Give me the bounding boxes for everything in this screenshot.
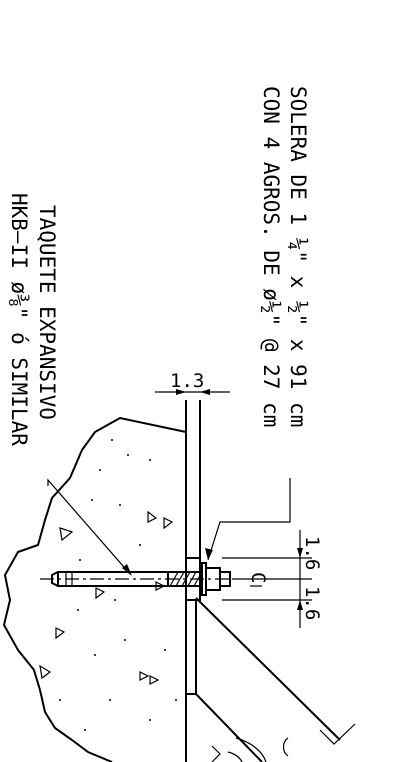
plate-lower [185, 599, 197, 695]
aggregate-triangle [147, 510, 158, 523]
weld-detail [211, 723, 356, 762]
taquete-note-line2: HKB–II ø⅜" ó SIMILAR [7, 193, 31, 446]
solera-leader-arrow [205, 548, 213, 560]
rotation-arc [235, 737, 267, 762]
weld-callout [319, 723, 356, 745]
aggregate-triangle [39, 664, 52, 680]
anchor-end [220, 571, 231, 587]
aggregate-triangle [139, 671, 150, 681]
taquete-leader-arrow [122, 564, 132, 576]
taquete-leader [47, 478, 131, 575]
concrete-break-outline [2, 416, 187, 762]
centerline-mark: C [247, 572, 269, 583]
edge-distance-b: 1.6 [301, 586, 323, 620]
brace-line-inner [195, 693, 263, 762]
aggregate-triangle [95, 587, 106, 600]
solera-note-line2: CON 4 AGROS. DE ø½" @ 27 cm [259, 86, 283, 427]
taquete-note-line1: TAQUETE EXPANSIVO [35, 205, 59, 420]
angle-mark [211, 745, 221, 762]
anchor-washer [201, 562, 207, 596]
concrete-section [2, 416, 187, 762]
solera-note-line1: SOLERA DE 1 ¼" x ½" x 91 cm [286, 86, 310, 427]
plate-thickness-value: 1.3 [170, 370, 204, 392]
steel-plate [185, 400, 341, 762]
edge-distance-dimension: 1.6 1.6 C [222, 530, 323, 628]
brace-line [195, 597, 341, 741]
dim-arrow [200, 389, 210, 395]
plate-thickness-dimension: 1.3 [155, 370, 230, 395]
edge-distance-a: 1.6 [301, 536, 323, 570]
leaders [47, 478, 291, 576]
anchor-tip [51, 571, 59, 587]
aggregate-triangle [55, 627, 66, 640]
aggregate-triangle [59, 527, 74, 542]
aggregate-hatch [39, 510, 174, 685]
aggregate-triangle [163, 517, 174, 530]
weld-bracket [282, 737, 289, 757]
aggregate-dots [59, 439, 177, 731]
dim-arrow [176, 389, 186, 395]
expansion-anchor [40, 562, 232, 596]
aggregate-triangle [149, 675, 160, 685]
dim-arrow [297, 548, 303, 558]
rotation-arc-small [227, 751, 243, 762]
dim-arrow [297, 600, 303, 610]
solera-leader [207, 478, 291, 561]
